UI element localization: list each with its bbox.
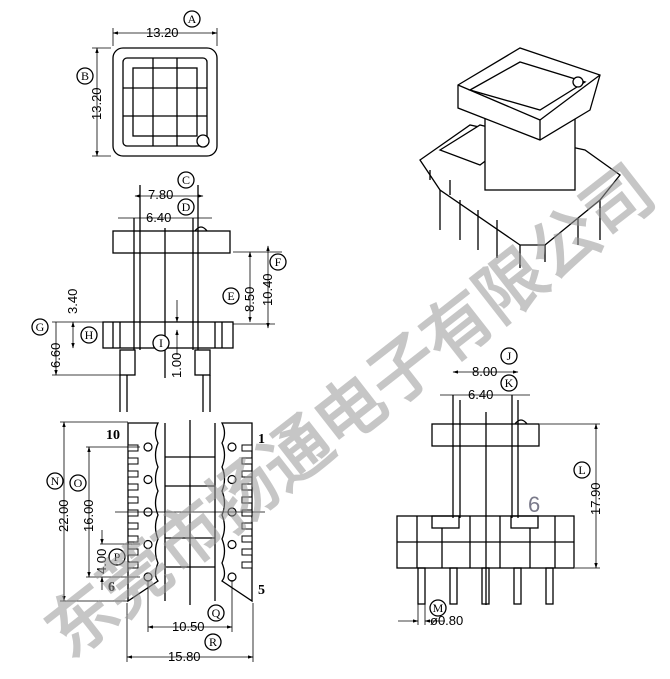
marker-6: 6 xyxy=(528,492,540,517)
comb-slot xyxy=(241,483,253,491)
pin-hole xyxy=(227,474,237,485)
comb-slot xyxy=(241,470,253,478)
comb-slot xyxy=(241,444,253,452)
dim-k-value: 6.40 xyxy=(468,387,493,402)
dim-e-label: E xyxy=(227,289,234,303)
bottom-view: 10 1 6 5 22.00 N 16.00 O 4.00 P 10.50 Q … xyxy=(46,420,265,664)
dim-j-value: 8.00 xyxy=(472,364,497,379)
comb-slot xyxy=(127,548,139,556)
dim-c-label: C xyxy=(182,173,190,187)
dim-o-value: 16.00 xyxy=(81,499,96,532)
watermark: 东莞市扬通电子有限公司 xyxy=(32,151,670,674)
comb-slot xyxy=(127,522,139,530)
front-view: 8.00 J 6.40 K 17.90 L ø0.80 M 6 xyxy=(396,347,603,628)
dim-q-value: 10.50 xyxy=(172,619,205,634)
dim-l-value: 17.90 xyxy=(588,482,603,515)
dim-g-value: 6.60 xyxy=(48,343,63,368)
dim-g-label: G xyxy=(36,320,45,334)
side-view: 7.80 C 6.40 D 8.50 E 10.40 F 3.40 H 6.60… xyxy=(31,171,287,412)
dim-i-value: 1.00 xyxy=(169,353,184,378)
dim-d-value: 6.40 xyxy=(146,210,171,225)
dim-m-label: M xyxy=(433,601,444,615)
comb-slot xyxy=(127,509,139,517)
dim-k-label: K xyxy=(505,376,514,390)
pin-hole xyxy=(227,539,237,550)
dim-d-label: D xyxy=(182,200,191,214)
dim-l-label: L xyxy=(578,463,585,477)
dim-c-value: 7.80 xyxy=(148,187,173,202)
comb-slot xyxy=(127,470,139,478)
comb-slot xyxy=(241,548,253,556)
dim-a-label: A xyxy=(188,12,197,26)
comb-slot xyxy=(127,483,139,491)
comb-slot xyxy=(241,496,253,504)
dim-h-value: 3.40 xyxy=(65,289,80,314)
isometric-view xyxy=(419,47,621,268)
dim-q-label: Q xyxy=(212,606,221,620)
pin-1-label: 1 xyxy=(258,432,265,447)
dim-n-value: 22.00 xyxy=(56,499,71,532)
pin-hole xyxy=(143,474,153,485)
comb-slot xyxy=(127,444,139,452)
comb-slot xyxy=(127,457,139,465)
dim-m-value: ø0.80 xyxy=(430,613,463,628)
pin-hole xyxy=(143,539,153,550)
dim-b-value: 13.20 xyxy=(89,87,104,120)
dim-a-value: 13.20 xyxy=(146,25,179,40)
dim-p-value: 4.00 xyxy=(94,549,109,574)
comb-slot xyxy=(241,561,253,569)
dim-o-label: O xyxy=(74,476,83,490)
dim-b-label: B xyxy=(81,69,89,83)
dim-f-value: 10.40 xyxy=(260,273,275,306)
pin-10-label: 10 xyxy=(106,428,120,443)
pin-5-label: 5 xyxy=(258,583,265,598)
pin-hole xyxy=(227,572,237,582)
pin-hole xyxy=(143,442,153,452)
pin-6-label: 6 xyxy=(108,580,115,595)
dim-j-label: J xyxy=(507,349,512,363)
comb-slot xyxy=(241,509,253,517)
comb-slot xyxy=(127,496,139,504)
pin-hole xyxy=(227,442,237,452)
dim-r-value: 15.80 xyxy=(168,649,201,664)
comb-slot xyxy=(127,535,139,543)
comb-slot xyxy=(241,457,253,465)
comb-slot xyxy=(241,535,253,543)
dim-h-label: H xyxy=(85,328,94,342)
comb-slot xyxy=(241,522,253,530)
dim-e-value: 8.50 xyxy=(242,287,257,312)
dim-n-label: N xyxy=(51,474,60,488)
comb-slot xyxy=(127,561,139,569)
dim-p-label: P xyxy=(114,550,121,564)
dim-i-label: I xyxy=(159,336,163,350)
dim-r-label: R xyxy=(209,635,217,649)
top-view: 13.20 A 13.20 B xyxy=(76,10,218,157)
dim-f-label: F xyxy=(275,255,282,269)
